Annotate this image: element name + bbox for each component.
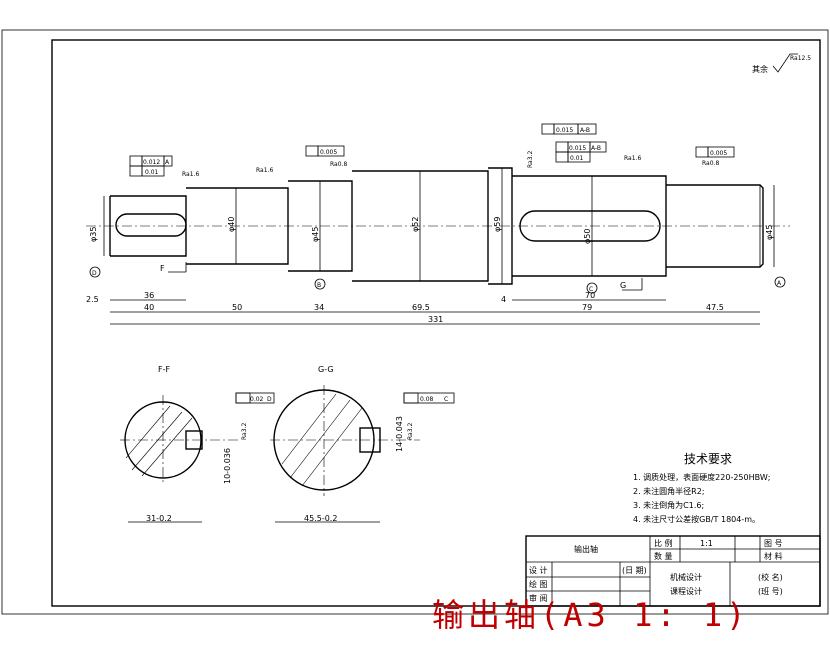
svg-text:Ra3.2: Ra3.2: [241, 423, 248, 440]
rest-value: Ra12.5: [790, 55, 811, 62]
svg-text:45.5-0.2: 45.5-0.2: [304, 514, 337, 523]
section-gg: G-G 0.08 C Ra3.2 45.5-0.2 14-0.043: [270, 365, 455, 523]
svg-text:0.01: 0.01: [145, 169, 159, 176]
dia-45a: φ45: [311, 227, 320, 242]
svg-text:4: 4: [501, 295, 506, 304]
svg-text:50: 50: [232, 303, 242, 312]
svg-text:A-B: A-B: [580, 127, 590, 134]
svg-text:C: C: [444, 396, 448, 403]
overlay-title: 输出轴(A3 1: 1): [432, 596, 750, 634]
svg-text:(校 名): (校 名): [758, 572, 783, 582]
svg-text:Ra1.6: Ra1.6: [256, 167, 273, 174]
svg-text:2.5: 2.5: [86, 295, 99, 304]
inner-frame: [51, 39, 821, 607]
svg-text:10-0.036: 10-0.036: [223, 448, 232, 484]
dia-40: φ40: [227, 217, 236, 232]
svg-text:(日 期): (日 期): [622, 566, 647, 575]
svg-text:0.02: 0.02: [250, 396, 264, 403]
rest-prefix: 其余: [752, 64, 768, 74]
svg-text:绘 图: 绘 图: [529, 579, 548, 589]
svg-text:A: A: [165, 159, 170, 166]
svg-text:比 例: 比 例: [654, 538, 673, 548]
rest-roughness: 其余 Ra12.5: [752, 53, 811, 74]
svg-text:Ra0.8: Ra0.8: [702, 160, 719, 167]
svg-text:(班 号): (班 号): [758, 586, 783, 596]
svg-text:0.015: 0.015: [556, 127, 573, 134]
svg-text:Ra1.6: Ra1.6: [624, 155, 641, 162]
dia-59: φ59: [493, 217, 502, 232]
svg-text:70: 70: [585, 291, 595, 300]
svg-text:Ra3.2: Ra3.2: [407, 423, 414, 440]
svg-text:36: 36: [144, 291, 154, 300]
svg-text:审 阅: 审 阅: [529, 593, 548, 603]
svg-text:14-0.043: 14-0.043: [395, 416, 404, 452]
keyway-left: [115, 213, 187, 237]
tech-title: 技术要求: [684, 452, 732, 466]
dia-50: φ50: [583, 229, 592, 244]
svg-text:1. 调质处理，表面硬度220-250HBW;: 1. 调质处理，表面硬度220-250HBW;: [633, 472, 770, 482]
svg-text:0.005: 0.005: [710, 150, 727, 157]
section-g-mark: G: [620, 281, 626, 290]
svg-text:4. 未注尺寸公差按GB/T 1804-m。: 4. 未注尺寸公差按GB/T 1804-m。: [633, 514, 760, 524]
tech-requirements: 技术要求 1. 调质处理，表面硬度220-250HBW; 2. 未注圆角半径R2…: [633, 452, 770, 524]
datum-a: A: [777, 280, 782, 287]
datum-c: C: [589, 286, 593, 293]
svg-text:F-F: F-F: [158, 365, 170, 374]
svg-text:Ra3.2: Ra3.2: [527, 151, 534, 168]
svg-text:0.005: 0.005: [320, 149, 337, 156]
datum-b: B: [317, 282, 321, 289]
title-block: 输出轴 比 例 1:1 图 号 数 量 材 料 设 计 (日 期) 绘 图 审 …: [525, 535, 821, 607]
datum-labels: D B C A F G: [89, 262, 786, 294]
svg-text:设 计: 设 计: [529, 565, 548, 575]
svg-text:34: 34: [314, 303, 324, 312]
svg-text:47.5: 47.5: [706, 303, 724, 312]
svg-text:0.01: 0.01: [570, 155, 584, 162]
svg-text:G-G: G-G: [318, 365, 334, 374]
svg-text:0.012: 0.012: [143, 159, 160, 166]
length-dims: 36 2.5 70 4 40 50 34 69.5 79 47.5 331: [86, 291, 760, 325]
dia-45b: φ45: [765, 225, 774, 240]
svg-text:机械设计: 机械设计: [670, 572, 702, 582]
part-name: 输出轴: [574, 544, 598, 554]
svg-text:A-B: A-B: [591, 145, 601, 152]
svg-text:数 量: 数 量: [654, 551, 673, 561]
outer-frame: [1, 29, 829, 615]
overall-length: 331: [428, 315, 443, 324]
dia-52: φ52: [411, 217, 420, 232]
svg-text:Ra0.8: Ra0.8: [330, 161, 347, 168]
svg-text:0.015: 0.015: [569, 145, 586, 152]
svg-text:课程设计: 课程设计: [670, 586, 702, 596]
svg-text:0.08: 0.08: [420, 396, 434, 403]
dia-35: φ35: [89, 227, 98, 242]
tolerance-frames: 0.012 A 0.01 Ra1.6 0.005 Ra0.8 Ra1.6 0.01…: [129, 123, 735, 178]
svg-text:40: 40: [144, 303, 154, 312]
svg-text:材 料: 材 料: [764, 551, 783, 561]
svg-text:图 号: 图 号: [764, 539, 783, 548]
svg-text:1:1: 1:1: [700, 539, 713, 548]
svg-text:31-0.2: 31-0.2: [146, 514, 172, 523]
svg-text:Ra1.6: Ra1.6: [182, 171, 199, 178]
keyway-right: [519, 210, 661, 242]
section-f-mark: F: [160, 264, 165, 273]
datum-d: D: [92, 270, 97, 277]
svg-text:69.5: 69.5: [412, 303, 430, 312]
svg-text:79: 79: [582, 303, 592, 312]
diameter-dims: φ35 φ40 φ45 φ52 φ59 φ50 φ45: [89, 168, 775, 284]
svg-text:2. 未注圆角半径R2;: 2. 未注圆角半径R2;: [633, 486, 705, 496]
svg-text:3. 未注倒角为C1.6;: 3. 未注倒角为C1.6;: [633, 500, 704, 510]
svg-text:D: D: [267, 396, 272, 403]
